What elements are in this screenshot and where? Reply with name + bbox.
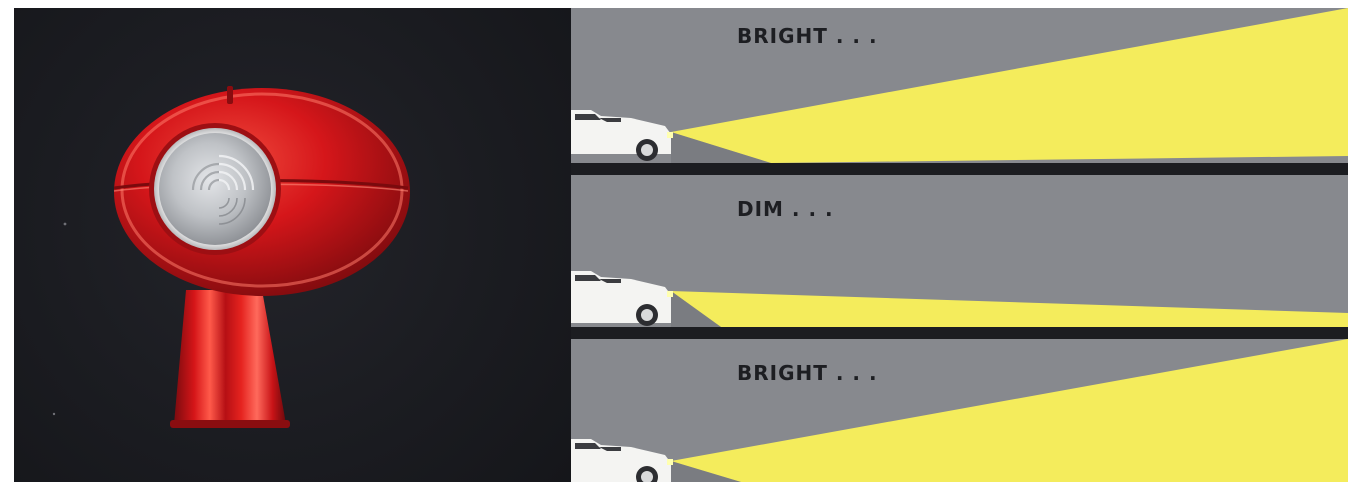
headlight-dimmer-icon [14, 8, 571, 482]
dimmer-switch-panel [14, 8, 571, 482]
scene-bright-top: BRIGHT . . . [571, 8, 1348, 163]
beam-scenes: BRIGHT . . . DIM . . . [571, 8, 1348, 482]
scene-caption-dim: DIM . . . [737, 199, 834, 219]
scene-bright-bottom: BRIGHT . . . [571, 339, 1348, 482]
scene-caption-bright: BRIGHT . . . [737, 363, 878, 383]
illustration-frame: BRIGHT . . . DIM . . . [14, 8, 1348, 482]
scene-divider [571, 163, 1348, 175]
dimmer-base [170, 420, 290, 428]
scene-divider [571, 327, 1348, 339]
scene-caption-bright: BRIGHT . . . [737, 26, 878, 46]
dimmer-stem [174, 290, 286, 424]
scene-dim: DIM . . . [571, 175, 1348, 327]
dimmer-lens [159, 133, 271, 245]
